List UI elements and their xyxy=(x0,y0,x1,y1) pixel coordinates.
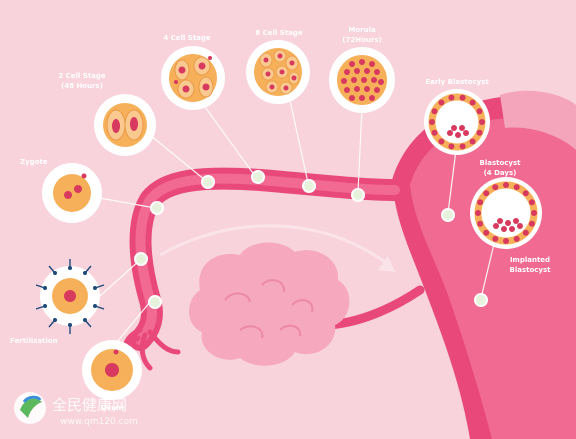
trophoblast-cell xyxy=(513,184,520,191)
trophoblast-cell xyxy=(528,220,535,227)
stage-markers xyxy=(134,170,488,309)
watermark-url: www.qm120.com xyxy=(60,417,138,427)
eight-cell-bubble xyxy=(246,40,310,104)
label-implanted-line1: Implanted xyxy=(510,256,550,264)
zygote-bubble xyxy=(42,163,102,223)
trophoblast-cell xyxy=(448,94,455,101)
arrow-head-icon xyxy=(378,256,395,272)
trophoblast-cell xyxy=(431,129,438,136)
migration-arrow xyxy=(159,224,386,264)
watermark-title: 全民健康网 xyxy=(52,396,127,414)
pointer-lines xyxy=(99,99,496,349)
fertilization-bubble xyxy=(35,259,105,334)
trophoblast-cell xyxy=(476,129,483,136)
trophoblast-cell xyxy=(459,94,466,101)
label-fertilization: Fertilization xyxy=(10,337,58,345)
label-morula-line2: (72Hours) xyxy=(342,36,381,44)
label-ovum: Ovum xyxy=(101,404,124,412)
label-blastocyst-line1: Blastocyst xyxy=(479,159,521,167)
label-eight-cell: 8 Cell Stage xyxy=(255,29,303,37)
label-morula-line1: Morula xyxy=(348,26,376,34)
ovum-bubble xyxy=(82,340,142,400)
trophoblast-cell xyxy=(492,235,499,242)
trophoblast-cell xyxy=(531,210,537,216)
watermark: 全民健康网 www.qm120.com xyxy=(14,392,138,427)
trophoblast-cell xyxy=(513,235,520,242)
trophoblast-cell xyxy=(479,119,485,125)
trophoblast-cell xyxy=(503,238,509,244)
trophoblast-cell xyxy=(438,138,445,145)
label-two-cell-line2: (48 Hours) xyxy=(61,82,103,90)
trophoblast-cell xyxy=(503,182,509,188)
morula-bubble xyxy=(329,47,395,113)
label-two-cell-line1: 2 Cell Stage xyxy=(58,72,106,80)
blastocyst-ring-cells xyxy=(429,94,537,244)
trophoblast-cell xyxy=(477,220,484,227)
label-implanted-line2: Blastocyst xyxy=(509,266,551,274)
trophoblast-cell xyxy=(475,210,481,216)
trophoblast-cell xyxy=(438,99,445,106)
label-early-blastocyst: Early Blastocyst xyxy=(425,78,489,86)
trophoblast-cell xyxy=(477,199,484,206)
trophoblast-cell xyxy=(476,108,483,115)
ovarian-ligament xyxy=(325,285,425,330)
trophoblast-cell xyxy=(522,190,529,197)
trophoblast-cell xyxy=(528,199,535,206)
trophoblast-cell xyxy=(469,99,476,106)
label-four-cell: 4 Cell Stage xyxy=(163,34,211,42)
trophoblast-cell xyxy=(429,119,435,125)
label-zygote: Zygote xyxy=(20,158,48,166)
trophoblast-cell xyxy=(431,108,438,115)
trophoblast-cell xyxy=(459,143,466,150)
trophoblast-cell xyxy=(492,184,499,191)
two-cell-bubble xyxy=(94,94,156,156)
trophoblast-cell xyxy=(448,143,455,150)
trophoblast-cell xyxy=(522,229,529,236)
four-cell-bubble xyxy=(161,46,225,110)
trophoblast-cell xyxy=(483,190,490,197)
label-blastocyst-line2: (4 Days) xyxy=(484,169,517,177)
trophoblast-cell xyxy=(483,229,490,236)
trophoblast-cell xyxy=(469,138,476,145)
ovary xyxy=(188,242,350,366)
